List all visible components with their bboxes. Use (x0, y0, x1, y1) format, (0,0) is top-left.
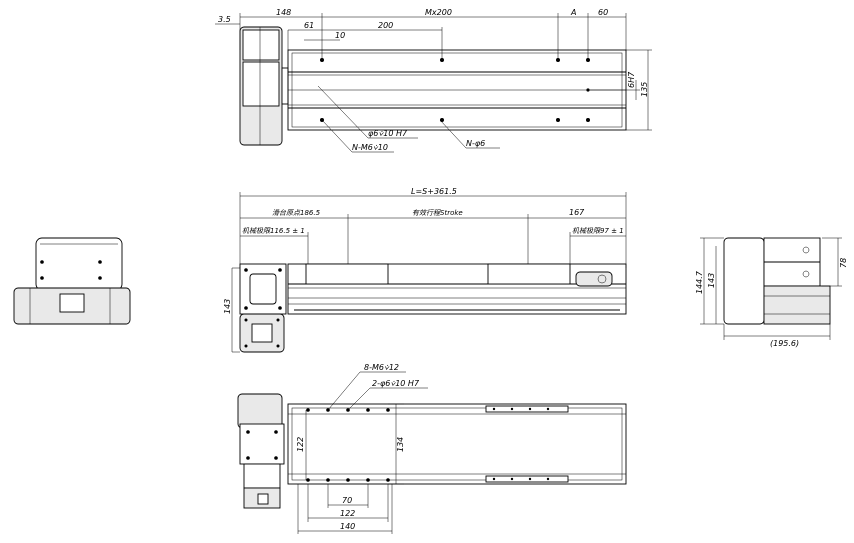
dim-122h: 122 (340, 509, 355, 518)
carriage-left (305, 263, 389, 285)
dim-a: A (570, 8, 576, 17)
dim-140: 140 (340, 522, 355, 531)
callout-n-holes: N-φ6 (466, 139, 485, 148)
dim-134: 134 (396, 437, 405, 452)
front-view: L=S+361.5 滑台原点186.5 有效行程Stroke 167 机械极限1… (223, 187, 627, 353)
right-167: 167 (569, 208, 585, 217)
dim-60: 60 (598, 8, 608, 17)
hole-callout: 2-φ6⩒10 H7 (372, 379, 420, 388)
bottom-view: 8-M6⩒12 2-φ6⩒10 H7 122 134 70 122 140 (237, 363, 627, 534)
side-h143: 143 (707, 273, 716, 288)
stroke: 有效行程Stroke (412, 209, 463, 217)
dim-61: 61 (304, 21, 314, 30)
dim-122v: 122 (296, 437, 305, 452)
thread-callout: 8-M6⩒12 (364, 363, 399, 372)
mech-limit-left: 机械极限116.5 ± 1 (242, 227, 305, 235)
dim-6h7: 6H7 (627, 71, 636, 88)
dim-10: 10 (335, 31, 345, 40)
dim-mx200: Mx200 (425, 8, 452, 17)
dim-200: 200 (378, 21, 393, 30)
dim-135: 135 (640, 82, 649, 97)
left-end-motor-cover (35, 237, 123, 291)
bottom-rail (287, 403, 627, 485)
right-side-view: 144.7 143 78 (195.6) (695, 237, 848, 348)
callout-thread-spec: N-M6⩒10 (352, 143, 388, 152)
dim-70: 70 (342, 496, 352, 505)
carriage-holes (306, 408, 390, 482)
side-base (763, 285, 831, 325)
front-rail (287, 263, 627, 315)
mech-limit-right: 机械极限97 ± 1 (572, 227, 624, 235)
dim-148: 148 (276, 8, 291, 17)
side-body (723, 237, 765, 325)
carriage-right (487, 263, 571, 285)
side-h78: 78 (839, 258, 848, 268)
left-end-view (13, 237, 131, 325)
callout-hole-spec: φ6⩒10 H7 (368, 129, 408, 138)
total-length: L=S+361.5 (411, 187, 457, 196)
side-h144-7: 144.7 (695, 270, 704, 294)
side-w195-6: (195.6) (770, 339, 799, 348)
top-view: 3.5 148 Mx200 A 60 61 200 10 6H7 135 φ6⩒… (215, 8, 652, 153)
height-143: 143 (223, 299, 232, 314)
slide-origin: 滑台原点186.5 (272, 209, 321, 217)
dim-3-5: 3.5 (218, 15, 231, 24)
